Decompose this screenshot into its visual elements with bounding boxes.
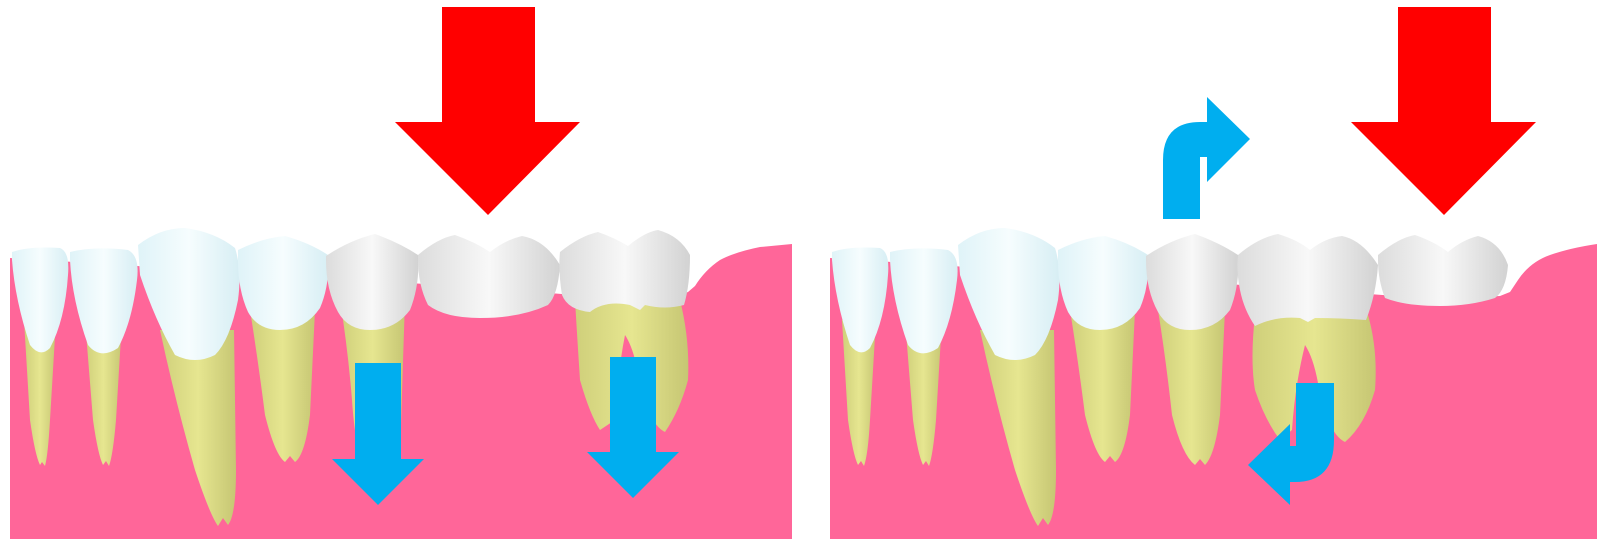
bridge-pontic [1378,235,1508,306]
left-panel [10,7,792,539]
bridge-abutment-crown [1237,234,1378,326]
movement-arrow-tilt-up [1163,97,1250,219]
right-panel [830,7,1597,539]
bridge-pontic [418,235,560,318]
load-arrow [1351,7,1536,215]
bridge-abutment-crown [559,230,690,312]
load-arrow [395,7,580,215]
